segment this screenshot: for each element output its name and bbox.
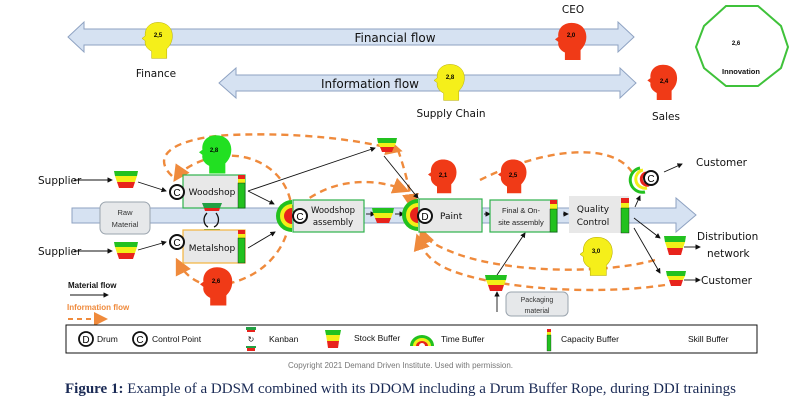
innovation-score: 2,6 [732,41,741,47]
innovation-label: Innovation [722,67,760,76]
svg-text:Metalshop: Metalshop [189,244,236,254]
svg-text:Raw: Raw [117,208,133,217]
innovation-skill-buffer: 2,6 Innovation [694,5,790,87]
supplier-top-label: Supplier [38,175,82,187]
ceo-score: 2,0 [567,33,576,39]
svg-text:C: C [173,238,180,249]
legend-capacity-buffer: Capacity Buffer [546,329,619,352]
packaging-material-box: Packaging material [505,291,569,317]
svg-text:D: D [82,335,89,346]
ceo-label: CEO [562,4,584,16]
svg-text:Control: Control [577,218,610,228]
quality-control-box: Quality Control 3,0 [569,196,630,276]
svg-text:Packaging: Packaging [521,297,554,304]
metalshop-box: Metalshop 2,6 [182,229,246,306]
stock-buffer [485,275,507,291]
svg-text:D: D [421,212,428,223]
svg-text:Material: Material [112,220,139,229]
material-flow-lines [74,146,701,312]
paint-skill-score: 2,1 [439,173,448,179]
material-flow-legend-label: Material flow [68,281,117,290]
stock-buffer [666,271,686,286]
svg-text:C: C [296,212,303,223]
financial-flow-arrow: Financial flow [67,20,635,54]
svg-text:Time Buffer: Time Buffer [441,334,485,344]
control-point-metalshop: C [169,234,185,250]
svg-text:Paint: Paint [440,212,463,222]
supply-chain-label: Supply Chain [416,108,485,120]
figure-caption: Figure 1: Example of a DDSM combined wit… [0,381,801,398]
metalshop-skill-score: 2,6 [212,279,221,285]
ceo-head: CEO 2,0 [555,4,587,60]
figure-caption-text: Example of a DDSM combined with its DDOM… [123,381,737,397]
svg-text:assembly: assembly [313,218,353,228]
legend-time-buffer: Time Buffer [410,334,485,346]
legend-stock-buffer: Stock Buffer [325,330,400,348]
svg-text:Quality: Quality [577,205,610,215]
woodshop-skill-score: 2,8 [210,148,219,154]
finance-score: 2,5 [154,33,163,39]
svg-text:C: C [173,188,180,199]
woodshop-assembly-box: Woodshop assembly C [276,199,365,233]
woodshop-box: 2,8 Woodshop [182,135,246,209]
stock-buffer [664,236,686,255]
legend-drum: D Drum [78,331,118,347]
copyright-notice: Copyright 2021 Demand Driven Institute. … [288,361,513,370]
stock-buffer [372,208,394,223]
financial-flow-label: Financial flow [354,31,435,45]
svg-text:C: C [647,174,654,185]
svg-text:Stock Buffer: Stock Buffer [354,333,400,343]
supply-chain-score: 2,8 [446,75,455,81]
information-flow-legend-label: Information flow [67,303,130,312]
customer-bottom-label: Customer [701,275,753,287]
svg-text:Final & On-: Final & On- [502,206,540,215]
distribution-label-1: Distribution [697,231,758,243]
raw-material-box: Raw Material [99,201,151,235]
svg-text:Skill Buffer: Skill Buffer [688,334,729,344]
final-assembly-skill-score: 2,5 [509,173,518,179]
svg-text:Drum: Drum [97,334,118,344]
capacity-buffer [237,175,246,209]
finance-label: Finance [136,68,176,80]
sales-label: Sales [652,111,680,123]
symbol-legend: D Drum C Control Point ↻ Kanban Stock Bu… [65,324,758,354]
svg-text:Capacity Buffer: Capacity Buffer [561,334,619,344]
final-assembly-box: 2,5 Final & On- site assembly [489,159,558,233]
svg-text:Woodshop: Woodshop [189,188,236,198]
supplier-bottom-label: Supplier [38,246,82,258]
svg-text:Woodshop: Woodshop [311,206,355,216]
control-point-woodshop: C [169,184,185,200]
legend-control-point: C Control Point [132,331,202,347]
quality-skill-score: 3,0 [592,249,601,255]
customer-top-label: Customer [696,157,748,169]
capacity-buffer [237,230,246,264]
figure-caption-prefix: Figure 1: [64,381,124,397]
svg-text:↻: ↻ [248,335,255,344]
customer-control-point: C [628,166,659,194]
sales-head: 2,4 Sales [647,64,680,123]
svg-text:Kanban: Kanban [269,334,299,344]
distribution-label-2: network [707,248,751,260]
stock-buffer [114,171,138,188]
legend-kanban: ↻ Kanban [246,327,299,351]
capacity-buffer [549,200,558,233]
information-flow-arrow: Information flow [218,66,637,100]
svg-text:site assembly: site assembly [498,218,544,227]
supply-chain-head: 2,8 Supply Chain [416,63,486,120]
sales-score: 2,4 [660,79,669,85]
flow-legend: Material flow Information flow [67,281,130,326]
svg-text:material: material [525,308,550,315]
stock-buffer [114,242,138,259]
finance-head: 2,5 Finance [136,21,176,80]
information-flow-label: Information flow [321,77,419,91]
svg-text:C: C [136,335,143,346]
svg-text:Control Point: Control Point [152,334,202,344]
stock-buffer [377,138,397,152]
paint-box: 2,1 Paint D [402,159,483,233]
capacity-buffer [620,198,630,234]
